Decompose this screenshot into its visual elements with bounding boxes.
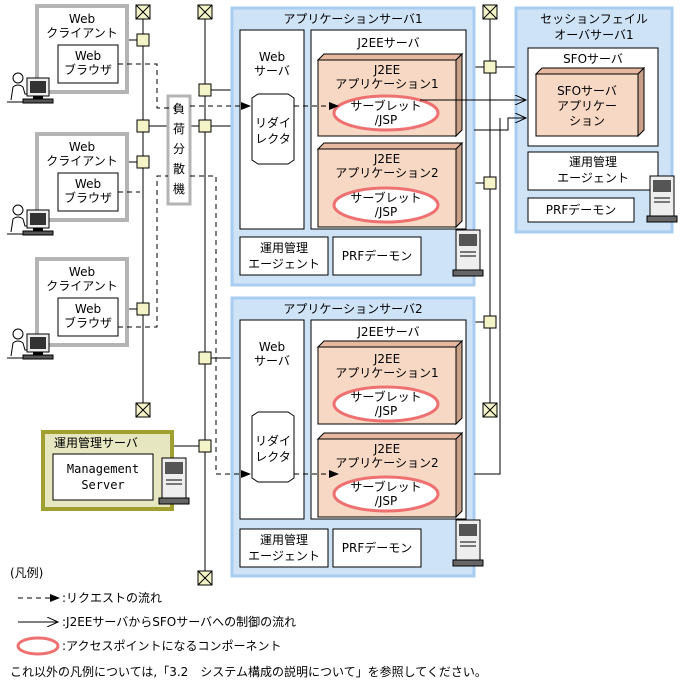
mgmt-agent-label-line1: 運用管理 [259, 241, 308, 255]
user-icon [6, 204, 54, 236]
client-title-line1: Web [68, 265, 96, 279]
j2ee-app-label-line2: アプリケーション1 [335, 366, 439, 380]
web-server-label-line1: Web [258, 340, 286, 354]
mgmt-server-line2: Server [81, 478, 125, 492]
sfo-server-title-line2: オーバサーバ1 [554, 28, 634, 42]
browser-label-line2: ブラウザ [63, 63, 112, 77]
legend-access-point: :アクセスポイントになるコンポーネント [62, 639, 282, 653]
servlet-label-line2: /JSP [374, 404, 398, 418]
web-server-label-line2: サーバ [254, 354, 290, 368]
legend-control-flow: :J2EEサーバからSFOサーバへの制御の流れ [62, 615, 297, 629]
sfo-server [514, 6, 674, 234]
redirector-label-line1: リダイ [254, 434, 291, 448]
app-server-title: アプリケーションサーバ1 [283, 12, 423, 26]
control-flow-lines [420, 100, 526, 475]
load-balancer-char: 分 [172, 142, 185, 156]
server-tower-icon [158, 457, 190, 505]
j2ee-app-label-line1: J2EE [373, 442, 401, 456]
redirector-label-line2: レクタ [255, 132, 291, 146]
j2ee-app-label-line1: J2EE [373, 352, 401, 366]
prf-daemon-label: PRFデーモン [341, 249, 413, 263]
servlet-label-line1: サーブレット [350, 191, 422, 205]
web-client-3 [35, 257, 129, 347]
mgmt-server-title: 運用管理サーバ [54, 436, 138, 450]
server-tower-icon [452, 519, 484, 567]
redirector-label-line2: レクタ [255, 450, 291, 464]
mgmt-agent-label-line2: エージェント [248, 549, 320, 563]
web-server-label-line1: Web [258, 50, 286, 64]
servlet-label-line2: /JSP [374, 205, 398, 219]
browser-label-line1: Web [74, 49, 102, 63]
client-title-line1: Web [68, 140, 96, 154]
servlet-label-line1: サーブレット [350, 480, 422, 494]
j2ee-app-label-line2: アプリケーション1 [335, 77, 439, 91]
redirector-label-line1: リダイ [254, 116, 291, 130]
j2ee-app-label-line2: アプリケーション2 [335, 166, 439, 180]
browser-label-line2: ブラウザ [63, 316, 112, 330]
client-title-line2: クライアント [46, 279, 118, 293]
web-server-label-line2: サーバ [254, 64, 290, 78]
sfo-inner-label: SFOサーバ [563, 52, 623, 66]
sfo-server-title-line1: セッションフェイル [540, 12, 648, 26]
user-icon [6, 72, 54, 104]
load-balancer-char: 散 [172, 162, 185, 176]
request-flow-lines [118, 63, 339, 478]
servlet-label-line1: サーブレット [350, 390, 422, 404]
prf-daemon-label: PRFデーモン [341, 541, 413, 555]
mgmt-agent-label-line1: 運用管理 [568, 155, 617, 169]
legend-request-flow: :リクエストの流れ [62, 591, 163, 605]
client-title-line1: Web [68, 12, 96, 26]
client-title-line2: クライアント [46, 26, 118, 40]
load-balancer-char: 負 [172, 102, 185, 116]
load-balancer-char: 機 [172, 182, 185, 196]
sfo-app-label-line1: SFOサーバ [557, 84, 617, 98]
web-client-2 [35, 132, 129, 222]
sfo-app-label-line3: ション [568, 114, 605, 128]
web-client-1 [35, 4, 129, 94]
j2ee-server-label: J2EEサーバ [357, 325, 420, 339]
legend-title: (凡例) [10, 566, 44, 580]
browser-label-line1: Web [74, 177, 102, 191]
sfo-app-label-line2: アプリケー [556, 99, 617, 113]
server-tower-icon [452, 229, 484, 277]
browser-label-line2: ブラウザ [63, 191, 112, 205]
j2ee-app-label-line2: アプリケーション2 [335, 456, 439, 470]
servlet-label-line2: /JSP [374, 494, 398, 508]
legend-symbols [16, 594, 60, 656]
j2ee-server-label: J2EEサーバ [357, 36, 420, 50]
app-server-1 [230, 6, 476, 287]
load-balancer-box [166, 94, 192, 206]
browser-label-line1: Web [74, 302, 102, 316]
mgmt-agent-label-line2: エージェント [248, 257, 320, 271]
client-title-line2: クライアント [46, 154, 118, 168]
legend-note: これ以外の凡例については,「3.2 システム構成の説明について」を参照してくださ… [10, 665, 487, 679]
app-server-2 [230, 296, 476, 578]
servlet-label-line2: /JSP [374, 113, 398, 127]
servlet-label-line1: サーブレット [350, 99, 422, 113]
prf-daemon-label: PRFデーモン [545, 203, 617, 217]
mgmt-agent-label-line2: エージェント [557, 171, 629, 185]
j2ee-app-label-line1: J2EE [373, 152, 401, 166]
mgmt-server-line1: Management [66, 462, 140, 476]
mgmt-agent-label-line1: 運用管理 [259, 533, 308, 547]
user-icon [6, 328, 54, 360]
mgmt-server [41, 430, 174, 511]
load-balancer-char: 荷 [172, 122, 185, 136]
j2ee-app-label-line1: J2EE [373, 63, 401, 77]
app-server-title: アプリケーションサーバ2 [283, 302, 423, 316]
